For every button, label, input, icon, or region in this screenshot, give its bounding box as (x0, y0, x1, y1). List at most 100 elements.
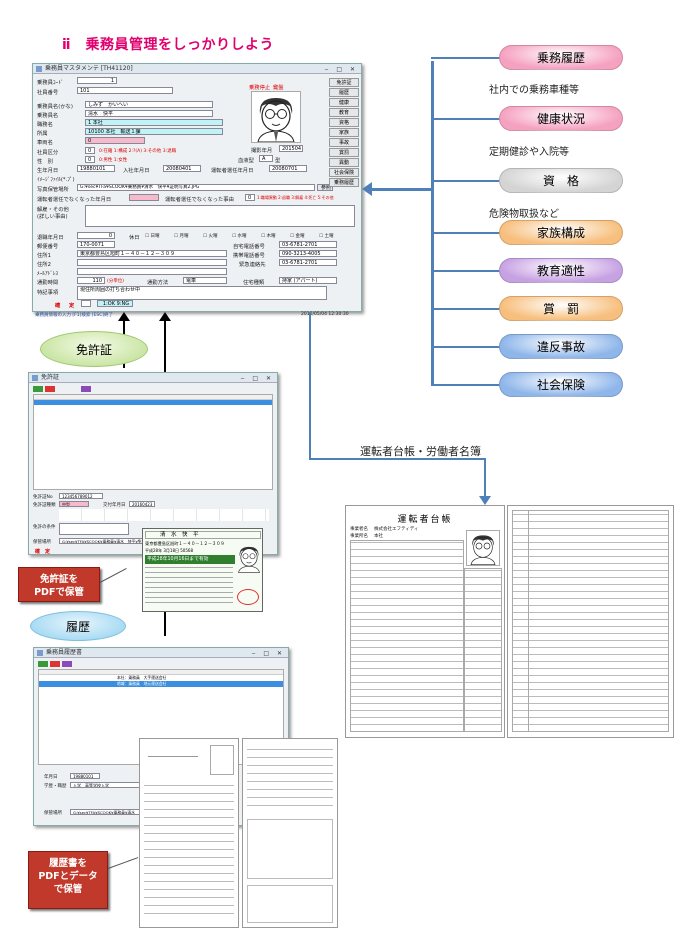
license-category-checkboxes[interactable] (59, 509, 269, 521)
category-pill-1[interactable]: 健康状況 (499, 106, 623, 131)
holiday-checkbox-3[interactable]: ☐ 水曜 (232, 234, 247, 239)
driver-ledger-back (507, 505, 674, 738)
commute-label: 通勤時間 (37, 280, 59, 286)
gender-field[interactable]: 0 (85, 156, 95, 163)
lost-reason-note: 1:職場異動 2:退職 3:解雇 4:死亡 5:その他 (257, 195, 334, 200)
side-button-10[interactable]: 乗務履歴 (329, 178, 359, 187)
license-list[interactable] (33, 394, 273, 490)
car-field[interactable]: 0 (85, 137, 145, 144)
history-delete-button[interactable] (50, 661, 60, 667)
ledger-photo-box (466, 530, 500, 566)
employee-no-field[interactable]: 101 (77, 87, 173, 94)
status-label: 社員区分 (37, 150, 59, 156)
resume-lines (144, 779, 234, 921)
history-row-2[interactable]: 地域：乗務員 地元運送会社 (39, 681, 283, 687)
history-date-field[interactable]: 19880101 (70, 773, 100, 779)
connector-vertical (431, 61, 434, 384)
resume-pdf-note: 履歴書を PDFとデータ で保管 (28, 851, 108, 909)
house-field[interactable]: 持家 (アパート) (279, 277, 337, 284)
holiday-checkbox-5[interactable]: ☐ 金曜 (290, 234, 305, 239)
window-title: 乗務員マスタメンテ [TH41120] (45, 65, 133, 72)
retire-field[interactable]: 0 (77, 232, 115, 239)
side-button-8[interactable]: 異動 (329, 158, 359, 167)
side-button-6[interactable]: 事故 (329, 138, 359, 147)
photo-place-field[interactable]: G:¥sec¥TFa¥SCOOK¥乗務員¥清水 快平¥証明写真2.JPG (77, 184, 315, 191)
history-school-field[interactable]: 入学 高等学校入学 (70, 782, 140, 788)
ledger-company-value: 株式会社エフティディ (374, 527, 419, 532)
holiday-checkbox-1[interactable]: ☐ 月曜 (174, 234, 189, 239)
ledger-table (350, 540, 464, 732)
addr1-field[interactable]: 東京都豊島区旭町１－４０－１２－３０９ (77, 250, 227, 257)
category-pill-2[interactable]: 資 格 (499, 168, 623, 193)
photo-date-field[interactable]: 201504 (279, 145, 303, 152)
category-pill-4[interactable]: 教育適性 (499, 258, 623, 283)
category-pill-7[interactable]: 社会保険 (499, 372, 623, 397)
holiday-checkbox-6[interactable]: ☐ 土曜 (319, 234, 334, 239)
addr2-field[interactable] (77, 259, 227, 266)
emerg-field[interactable]: 03-6781-2701 (279, 259, 337, 266)
home-tel-field[interactable]: 03-6781-2701 (279, 241, 337, 248)
side-button-1[interactable]: 履歴 (329, 88, 359, 97)
license-type-field[interactable]: 中型 (59, 501, 89, 507)
side-button-5[interactable]: 家族 (329, 128, 359, 137)
emerg-label: 緊急連絡先 (239, 262, 266, 268)
photo-browse-button[interactable]: 参照 (317, 184, 333, 191)
category-pill-6[interactable]: 違反事故 (499, 334, 623, 359)
home-tel-label: 自宅電話番号 (233, 244, 265, 250)
arrow-left-icon (362, 182, 372, 196)
license-confirm-button[interactable] (81, 386, 91, 392)
blood-field[interactable]: A (259, 155, 273, 162)
lost-date-field[interactable] (129, 194, 159, 201)
pill-connector-4 (431, 270, 501, 272)
side-button-3[interactable]: 教育 (329, 108, 359, 117)
birth-label: 生年月日 (37, 168, 59, 174)
commute-method-field[interactable]: 電車 (183, 277, 227, 284)
status-note: 0:在籍 1:構成 2:?(A) 3:その他 3:退職 (99, 149, 177, 154)
holiday-checkbox-2[interactable]: ☐ 火曜 (203, 234, 218, 239)
license-date-field[interactable]: 20080701 (269, 165, 307, 172)
mail-field[interactable] (77, 268, 227, 275)
license-issue-field[interactable]: 20160423 (129, 501, 155, 507)
special-field[interactable]: 現住所周囲の打ち合わせ中 (77, 286, 327, 300)
name-label: 乗務員名 (37, 113, 59, 119)
history-confirm-button[interactable] (62, 661, 72, 667)
confirm-field[interactable] (81, 300, 91, 307)
license-condition-field[interactable] (59, 523, 129, 535)
license-delete-button[interactable] (45, 386, 55, 392)
join-field[interactable]: 20080401 (163, 165, 201, 172)
side-button-2[interactable]: 健康 (329, 98, 359, 107)
belong-field[interactable]: 10100 本社 輸送１課 (85, 128, 223, 135)
side-button-0[interactable]: 免許証 (329, 78, 359, 87)
category-pill-5[interactable]: 賞 罰 (499, 296, 623, 321)
name-field[interactable]: 清水 快平 (85, 110, 213, 117)
commute-method-label: 通勤方法 (147, 280, 169, 286)
history-row-1[interactable]: 本社：乗務員 大手運送会社 (117, 675, 167, 680)
side-button-7[interactable]: 賞罰 (329, 148, 359, 157)
license-list-row[interactable] (34, 400, 272, 405)
license-window-controls[interactable]: ‒ □ ✕ (240, 375, 274, 382)
license-no-field[interactable]: 123456789012 (59, 493, 103, 499)
lost-reason-field[interactable]: 0 (245, 194, 255, 201)
holiday-checkbox-4[interactable]: ☐ 木曜 (261, 234, 276, 239)
window-controls[interactable]: ‒ □ ✕ (324, 66, 358, 73)
commute-field[interactable]: 110 (77, 277, 105, 284)
history-add-button[interactable] (38, 661, 48, 667)
category-pill-3[interactable]: 家族構成 (499, 220, 623, 245)
status-field[interactable]: 0 (85, 147, 95, 154)
history-window-controls[interactable]: ‒ □ ✕ (251, 650, 285, 657)
category-pill-0[interactable]: 乗務履歴 (499, 45, 623, 70)
history-window-titlebar: 乗務員履歴書‒ □ ✕ (34, 648, 288, 658)
kana-field[interactable]: しみず かいへい (85, 101, 213, 108)
position-field[interactable]: 1 本社 (85, 119, 223, 126)
mobile-field[interactable]: 090-3213-4005 (279, 250, 337, 257)
side-button-9[interactable]: 社会保険 (329, 168, 359, 177)
remarks-field[interactable] (85, 205, 355, 227)
holiday-checkbox-0[interactable]: ☐ 日曜 (145, 234, 160, 239)
zip-field[interactable]: 170-0071 (77, 241, 115, 248)
license-add-button[interactable] (33, 386, 43, 392)
side-button-4[interactable]: 資格 (329, 118, 359, 127)
resume-header (148, 745, 198, 757)
confirm-option[interactable]: 1:OK 9:NG (97, 300, 133, 307)
birth-field[interactable]: 19880101 (77, 165, 115, 172)
crew-code-field[interactable]: 1 (77, 77, 117, 84)
